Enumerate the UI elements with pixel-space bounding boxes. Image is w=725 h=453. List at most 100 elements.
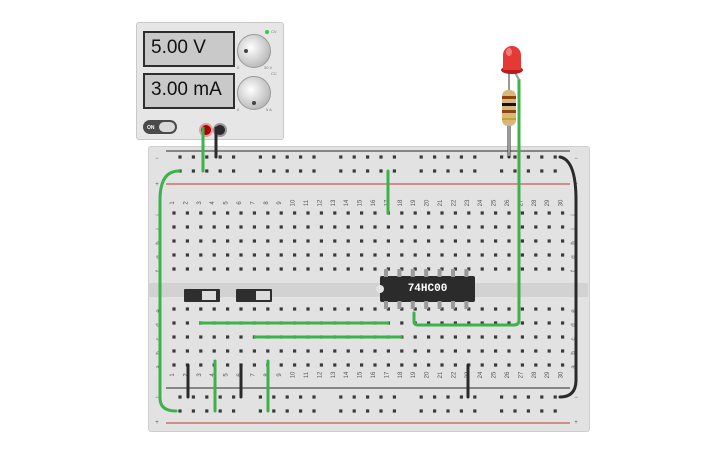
- current-scale-min: 0: [237, 107, 240, 112]
- breadboard-hole: [440, 321, 444, 325]
- breadboard-hole: [199, 225, 203, 229]
- rail-hole: [513, 395, 517, 399]
- slide-switch-icon[interactable]: [236, 289, 272, 302]
- voltage-knob[interactable]: [237, 34, 271, 68]
- breadboard-hole: [266, 253, 270, 257]
- column-number: 26: [505, 199, 511, 206]
- rail-hole: [232, 169, 236, 173]
- rail-hole: [473, 155, 477, 159]
- breadboard-hole: [427, 363, 431, 367]
- breadboard-hole: [239, 225, 243, 229]
- breadboard-hole: [453, 349, 457, 353]
- wire-right-minus-rail: [558, 155, 578, 399]
- breadboard-hole: [266, 211, 270, 215]
- column-number: 11: [304, 371, 310, 378]
- breadboard-hole: [266, 307, 270, 311]
- chip-pin: [464, 269, 469, 277]
- rail-hole: [232, 395, 236, 399]
- breadboard-hole: [547, 225, 551, 229]
- breadboard-hole: [480, 307, 484, 311]
- rail-hole: [191, 169, 195, 173]
- rail-hole: [473, 169, 477, 173]
- breadboard-hole: [386, 253, 390, 257]
- rail-hole: [232, 155, 236, 159]
- rail-hole: [379, 169, 383, 173]
- breadboard-hole: [373, 225, 377, 229]
- breadboard-hole: [279, 349, 283, 353]
- column-number: 18: [398, 199, 404, 206]
- breadboard-hole: [520, 335, 524, 339]
- breadboard-hole: [507, 239, 511, 243]
- breadboard-hole: [467, 253, 471, 257]
- breadboard-hole: [346, 239, 350, 243]
- column-number: 25: [492, 199, 498, 206]
- breadboard-hole: [266, 349, 270, 353]
- breadboard-hole: [547, 363, 551, 367]
- breadboard-hole: [306, 307, 310, 311]
- rail-hole: [446, 169, 450, 173]
- column-number: 8: [264, 201, 270, 205]
- breadboard-hole: [453, 363, 457, 367]
- wires[interactable]: [158, 78, 578, 413]
- rail-hole: [433, 155, 437, 159]
- breadboard-hole: [185, 321, 189, 325]
- column-number: 26: [505, 371, 511, 378]
- chip-pin: [384, 269, 388, 277]
- current-knob[interactable]: [237, 76, 271, 110]
- breadboard-hole: [440, 225, 444, 229]
- breadboard-hole: [373, 211, 377, 215]
- column-number: 13: [331, 199, 337, 206]
- breadboard-hole: [172, 321, 176, 325]
- breadboard-hole: [400, 307, 404, 311]
- rail-hole: [553, 395, 557, 399]
- column-number: 1: [170, 373, 176, 377]
- breadboard-hole: [427, 211, 431, 215]
- rail-hole: [205, 395, 209, 399]
- rail-minus-label: −: [574, 395, 578, 401]
- breadboard-hole: [561, 321, 565, 325]
- rail-hole: [352, 409, 356, 413]
- power-switch[interactable]: [143, 120, 177, 134]
- chip-pin: [410, 301, 415, 309]
- breadboard-hole: [534, 239, 538, 243]
- breadboard-hole: [534, 307, 538, 311]
- breadboard-hole: [520, 363, 524, 367]
- resistor-icon[interactable]: [502, 86, 516, 156]
- breadboard-hole: [333, 211, 337, 215]
- breadboard-hole: [520, 321, 524, 325]
- breadboard-hole: [199, 363, 203, 367]
- breadboard-hole: [440, 239, 444, 243]
- chip-pin: [437, 269, 442, 277]
- rail-hole: [553, 409, 557, 413]
- led-icon[interactable]: [501, 46, 523, 90]
- voltage-value: 5.00 V: [151, 37, 206, 58]
- voltage-scale-max: 30 V: [264, 65, 273, 70]
- breadboard-hole: [494, 321, 498, 325]
- wire-chip-output-to-led: [412, 78, 521, 327]
- ic-74hc00[interactable]: 74HC00: [376, 276, 475, 302]
- rail-hole: [500, 169, 504, 173]
- breadboard-hole: [293, 211, 297, 215]
- breadboard-hole: [494, 225, 498, 229]
- breadboard-hole: [360, 349, 364, 353]
- rail-hole: [352, 155, 356, 159]
- breadboard-hole: [561, 307, 565, 311]
- breadboard-hole: [226, 335, 230, 339]
- rail-hole: [419, 395, 423, 399]
- breadboard-hole: [279, 239, 283, 243]
- breadboard-hole: [306, 211, 310, 215]
- breadboard-hole: [386, 307, 390, 311]
- dc-power-supply[interactable]: 5.00 V 3.00 mA 0 30 V 0 5 A CV CC ON: [136, 22, 284, 140]
- slide-switch-icon[interactable]: [184, 289, 220, 302]
- rail-hole: [433, 169, 437, 173]
- column-number: 6: [237, 201, 243, 205]
- breadboard-hole: [239, 349, 243, 353]
- row-letter: g: [571, 255, 577, 258]
- breadboard-hole: [319, 267, 323, 271]
- breadboard-hole: [279, 363, 283, 367]
- rail-plus-label: +: [574, 420, 578, 426]
- breadboard-hole: [534, 349, 538, 353]
- breadboard-hole: [453, 335, 457, 339]
- chip-pin: [464, 301, 469, 309]
